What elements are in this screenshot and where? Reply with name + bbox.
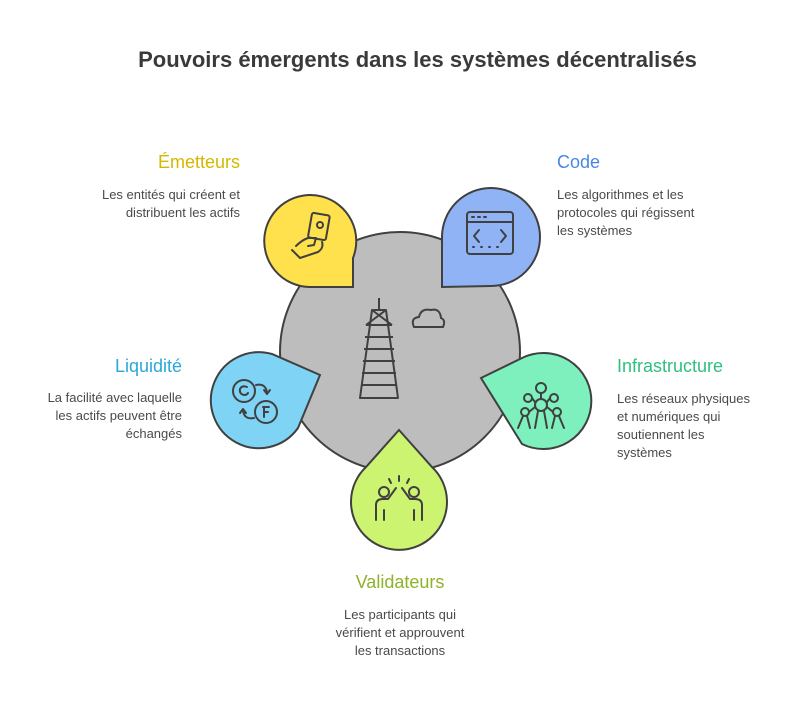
network-structure-icon — [517, 382, 565, 429]
infrastructure-drop[interactable] — [479, 352, 593, 450]
cash-hand-icon — [291, 211, 331, 259]
infrastructure-desc: Les réseaux physiques et numériques qui … — [617, 391, 750, 460]
liquidite-drop[interactable] — [209, 351, 322, 450]
code-window-icon — [466, 211, 514, 255]
code-drop[interactable] — [441, 187, 541, 289]
code-label: Code — [557, 152, 601, 172]
emetteurs-drop[interactable] — [263, 194, 358, 288]
cloud-icon — [411, 308, 446, 328]
validateurs-desc: Les participants qui vérifient et approu… — [335, 607, 465, 658]
liquidite-label: Liquidité — [114, 356, 182, 376]
page-title: Pouvoirs émergents dans les systèmes déc… — [138, 47, 697, 72]
high-five-icon — [375, 475, 423, 521]
validateurs-label: Validateurs — [355, 572, 445, 592]
code-desc: Les algorithmes et les protocoles qui ré… — [557, 187, 695, 238]
emetteurs-label: Émetteurs — [157, 152, 240, 172]
currency-exchange-icon — [232, 379, 278, 424]
infrastructure-label: Infrastructure — [617, 356, 724, 376]
emetteurs-desc: Les entités qui créent et distribuent le… — [101, 187, 240, 220]
tower-icon — [359, 298, 399, 399]
validateurs-drop[interactable] — [350, 428, 448, 551]
liquidite-desc: La facilité avec laquelle les actifs peu… — [47, 390, 182, 441]
